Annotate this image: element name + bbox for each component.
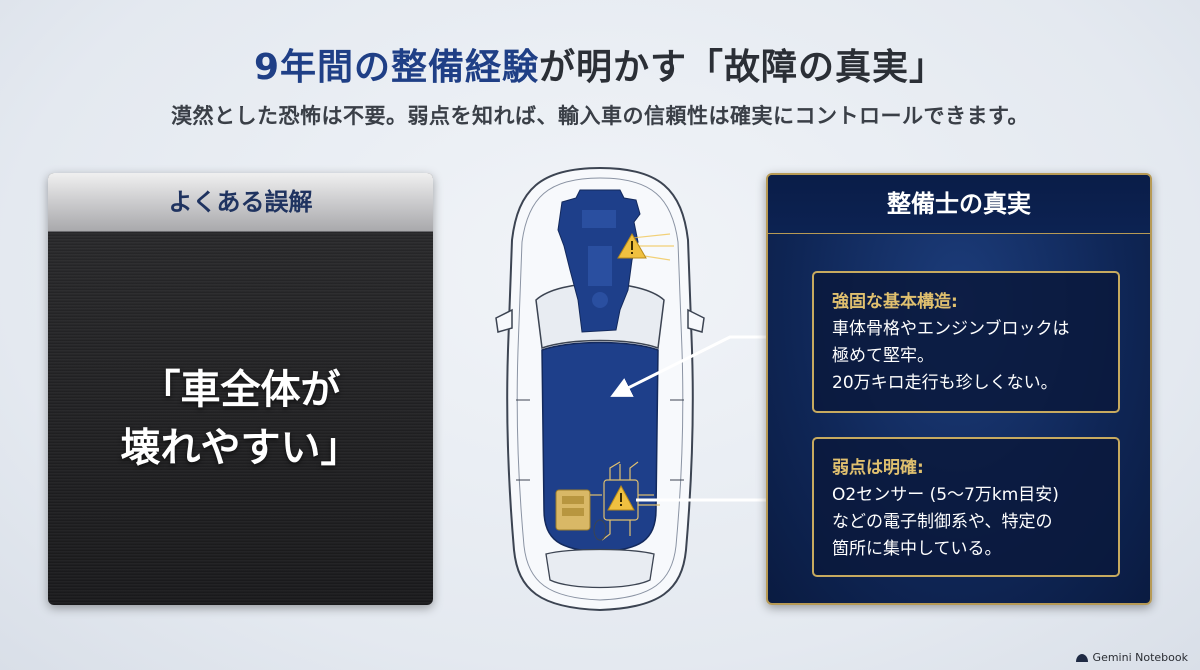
truth-panel: 整備士の真実 強固な基本構造: 車体骨格やエンジンブロックは 極めて堅牢。 20… bbox=[766, 173, 1152, 605]
truth-header: 整備士の真実 bbox=[768, 175, 1150, 234]
left-mirror bbox=[495, 308, 513, 333]
notebook-logo-icon bbox=[1075, 653, 1088, 662]
title-highlight: 9年間の整備経験 bbox=[253, 47, 540, 88]
truth-box-structure-line: 極めて堅牢。 bbox=[832, 346, 934, 366]
truth-box-weakpoints-line: O2センサー (5〜7万km目安) bbox=[832, 485, 1059, 505]
truth-box-weakpoints-line: などの電子制御系や、特定の bbox=[832, 512, 1053, 532]
truth-box-structure-line: 20万キロ走行も珍しくない。 bbox=[832, 373, 1058, 393]
truth-box-structure-title: 強固な基本構造: bbox=[832, 292, 958, 312]
sensor-chip-icon bbox=[555, 461, 660, 541]
title-rest: が明かす「故障の真実」 bbox=[539, 47, 947, 88]
footer-brand: Gemini Notebook bbox=[1075, 651, 1188, 664]
page-title: 9年間の整備経験が明かす「故障の真実」 bbox=[0, 38, 1200, 90]
misconception-panel: よくある誤解 「車全体が 壊れやすい」 bbox=[48, 173, 433, 605]
truth-box-structure-line: 車体骨格やエンジンブロックは bbox=[832, 319, 1070, 339]
engine-warning-icon bbox=[617, 233, 674, 261]
rear-window bbox=[545, 548, 655, 589]
page-subtitle: 漠然とした恐怖は不要。弱点を知れば、輸入車の信頼性は確実にコントロールできます。 bbox=[171, 104, 1029, 128]
truth-box-weakpoints: 弱点は明確: O2センサー (5〜7万km目安) などの電子制御系や、特定の 箇… bbox=[812, 437, 1120, 577]
right-mirror bbox=[687, 308, 705, 333]
truth-box-weakpoints-title: 弱点は明確: bbox=[832, 458, 924, 478]
footer-brand-label: Gemini Notebook bbox=[1092, 651, 1188, 664]
misconception-header: よくある誤解 bbox=[48, 173, 433, 232]
truth-box-structure: 強固な基本構造: 車体骨格やエンジンブロックは 極めて堅牢。 20万キロ走行も珍… bbox=[812, 271, 1120, 413]
misconception-quote: 「車全体が 壊れやすい」 bbox=[48, 361, 433, 477]
engine-icon bbox=[557, 189, 641, 333]
misconception-quote-line2: 壊れやすい」 bbox=[120, 425, 361, 471]
truth-box-weakpoints-line: 箇所に集中している。 bbox=[832, 539, 1002, 559]
misconception-quote-line1: 「車全体が bbox=[140, 367, 341, 413]
car-diagram bbox=[495, 166, 705, 612]
